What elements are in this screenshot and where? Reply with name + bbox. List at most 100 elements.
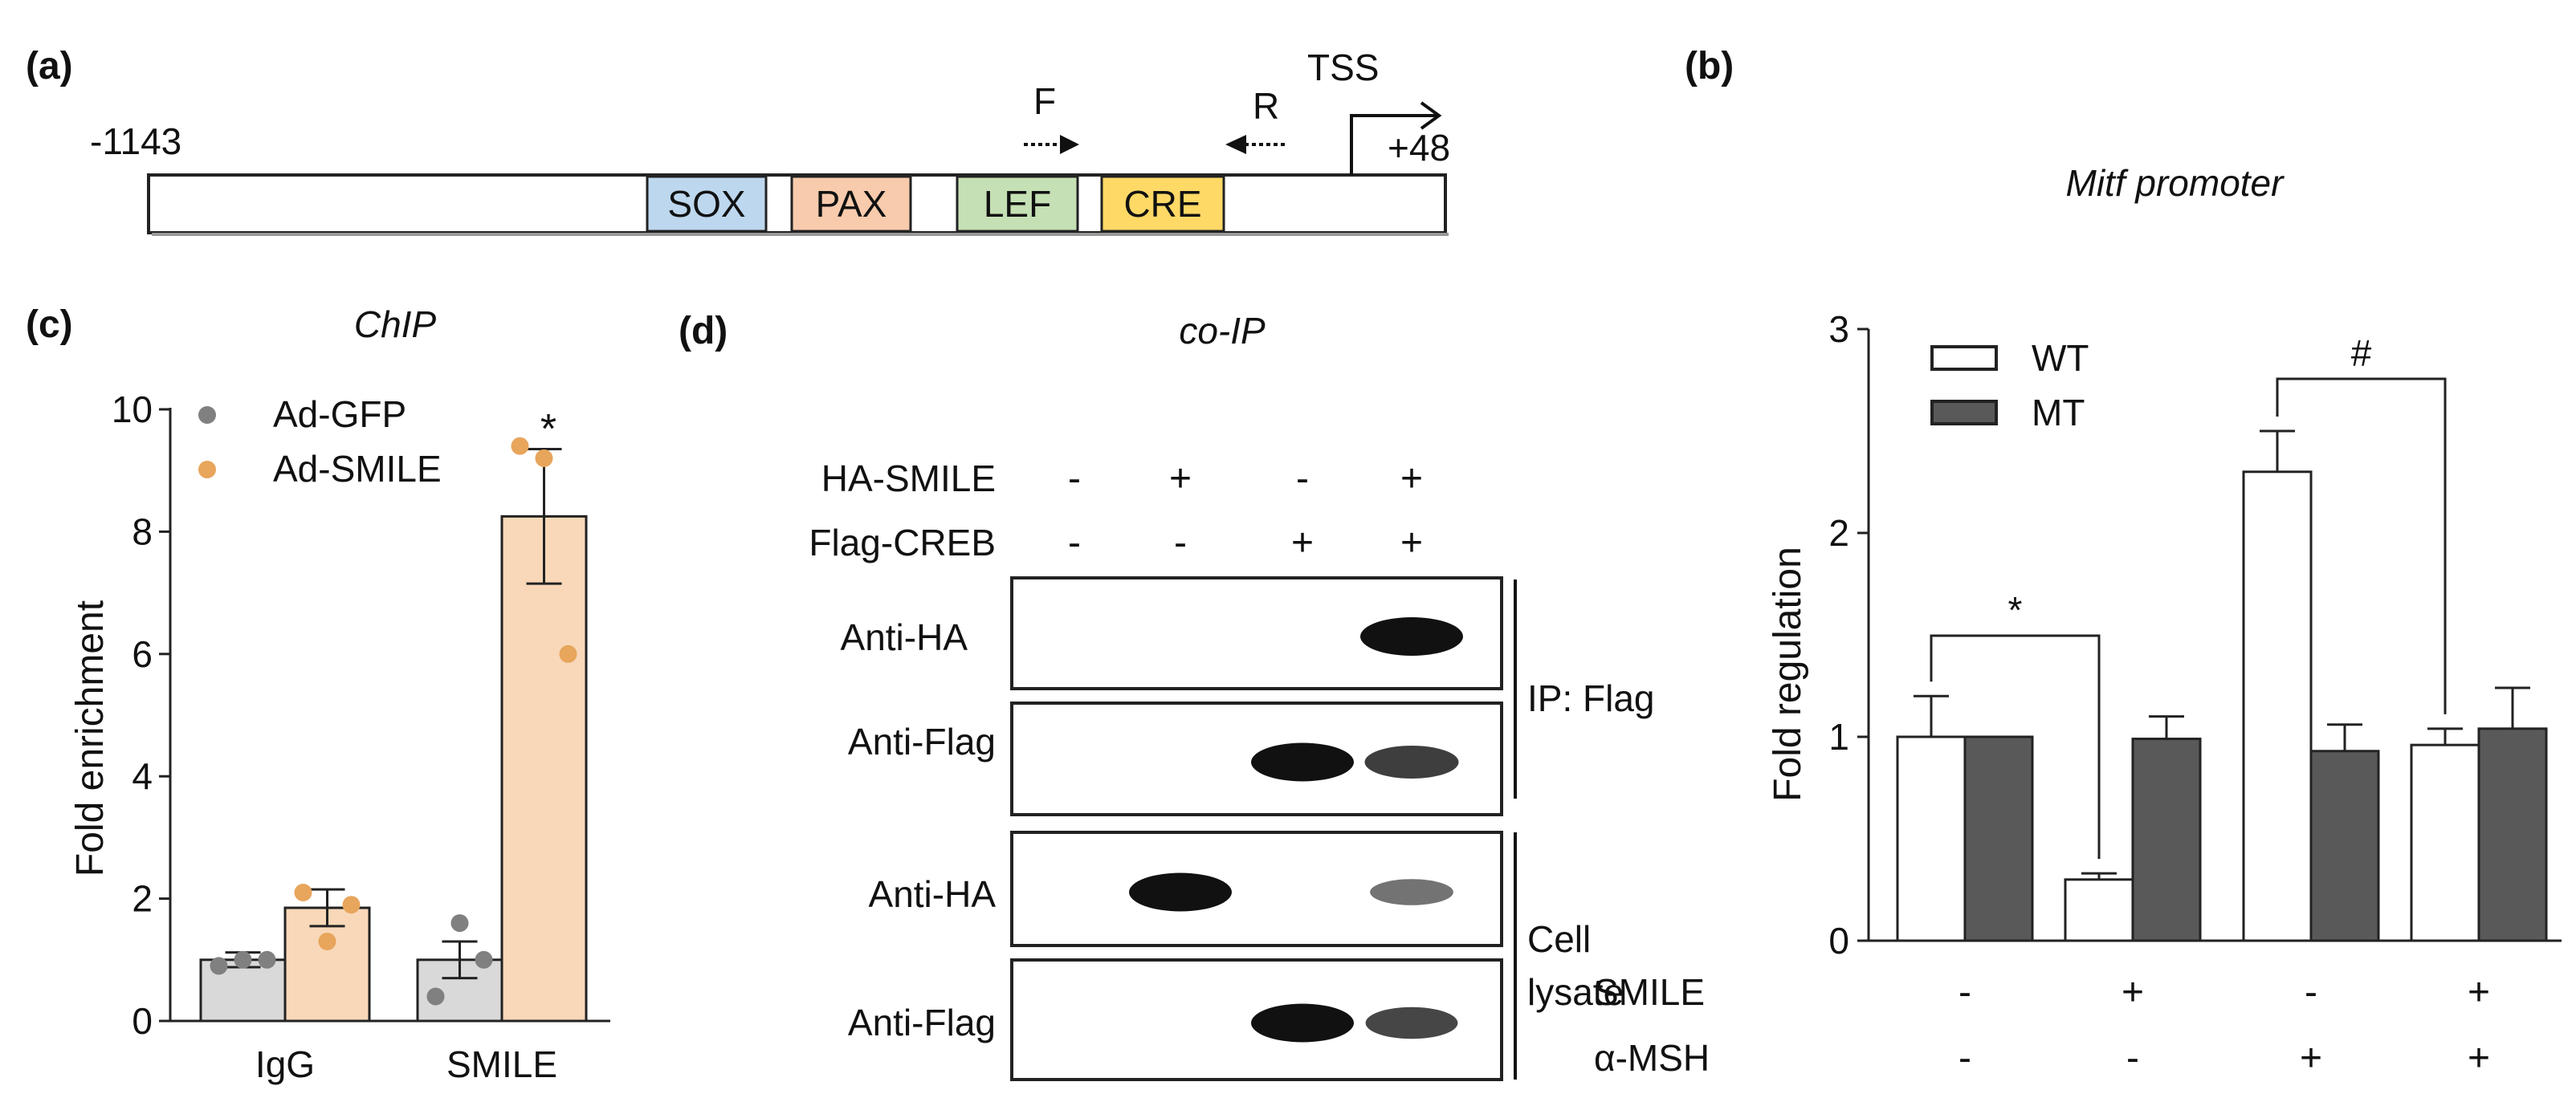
chart-c-data-point — [450, 914, 469, 933]
promoter-element-label-sox: SOX — [667, 183, 745, 225]
legend-label-wt: WT — [2032, 337, 2089, 379]
chart-c-data-point — [234, 950, 252, 969]
chart-c-y-tick-label: 2 — [132, 878, 153, 920]
promoter-start-coordinate: -1143 — [90, 120, 181, 162]
blot-label-anti-flag-ip: Anti-Flag — [848, 721, 996, 763]
blot-label-anti-flag-lysate: Anti-Flag — [848, 1002, 996, 1043]
blot-band — [1370, 879, 1453, 905]
condition-label-smile: SMILE — [1594, 971, 1705, 1013]
chart-b-condition-sign: + — [2468, 971, 2490, 1014]
lane-sign: - — [1068, 522, 1081, 564]
lane-sign: - — [1296, 458, 1309, 500]
blot-band — [1251, 742, 1354, 782]
legend-swatch-wt — [1930, 345, 1998, 371]
lane-sign: + — [1400, 458, 1423, 500]
lane-sign: - — [1068, 458, 1081, 500]
chart-b-bar-mt — [2131, 738, 2202, 942]
chart-b-y-tick-label: 1 — [1828, 716, 1849, 758]
legend-label-mt: MT — [2032, 392, 2085, 433]
blot-band — [1360, 617, 1463, 656]
lane-sign: - — [1174, 522, 1187, 564]
chart-c-y-tick-label: 10 — [112, 388, 153, 430]
reverse-primer-label: R — [1253, 85, 1279, 127]
chart-b-bar-mt — [2477, 727, 2548, 942]
condition-label-alpha-msh: α-MSH — [1594, 1037, 1710, 1079]
chart-c-data-point — [426, 987, 445, 1006]
chart-b-bar-wt — [1896, 735, 1967, 942]
chart-c-data-point — [559, 645, 577, 663]
forward-primer-label: F — [1033, 80, 1056, 122]
tss-label: TSS — [1307, 47, 1379, 88]
chart-b-condition-sign: - — [1958, 971, 1971, 1014]
chart-b-bar-mt — [2309, 750, 2380, 942]
legend-label-ad-smile: Ad-SMILE — [273, 448, 442, 490]
chart-b-condition-sign: + — [2300, 1037, 2322, 1080]
chart-b-bar-wt — [2242, 470, 2313, 942]
lane-sign: + — [1400, 522, 1423, 564]
blot-band — [1364, 746, 1459, 779]
tss-arrow — [1350, 114, 1437, 175]
blot-band — [1365, 1007, 1458, 1039]
group-label-cell: Cell — [1527, 918, 1591, 960]
row-label-ha-smile: HA-SMILE — [821, 458, 996, 499]
chart-b-y-tick-label: 3 — [1828, 308, 1849, 350]
significance-star-c: * — [540, 406, 556, 453]
promoter-element-label-pax: PAX — [816, 183, 887, 225]
significance-hash-b-label: # — [2351, 332, 2372, 374]
forward-primer-arrow — [1060, 135, 1079, 154]
panel-a-label: (a) — [26, 45, 73, 87]
group-label-ip-flag: IP: Flag — [1527, 677, 1655, 719]
blot-label-anti-ha-ip: Anti-HA — [841, 616, 968, 658]
chart-c-x-tick-label-igg: IgG — [255, 1043, 315, 1085]
panel-d-label: (d) — [679, 310, 728, 352]
chart-c-data-point — [258, 950, 276, 969]
significance-star-b-label: * — [2008, 589, 2023, 631]
chart-b-condition-sign: + — [2468, 1037, 2490, 1080]
legend-dot-ad-gfp — [198, 406, 216, 424]
group-label-lysate: lysate — [1527, 971, 1624, 1013]
chart-c-x-tick-label-smile: SMILE — [446, 1043, 557, 1085]
legend-swatch-mt — [1930, 400, 1998, 425]
lane-sign: + — [1291, 522, 1314, 564]
chart-b-title: Mitf promoter — [2066, 162, 2285, 204]
legend-dot-ad-smile — [198, 461, 216, 478]
blot-band — [1129, 872, 1232, 912]
chart-c-bar-ad-smile-smile — [500, 514, 588, 1023]
significance-hash-b-bracket — [2276, 377, 2447, 714]
tss-arrowhead — [1420, 101, 1442, 130]
significance-star-b-bracket — [1930, 634, 2101, 860]
chart-c-y-tick-label: 0 — [132, 1000, 153, 1042]
chart-c-data-point — [511, 437, 529, 455]
panel-d: (d) co-IP HA-SMILE Flag-CREB -+-+--++ An… — [679, 310, 1655, 1081]
blot-label-anti-ha-lysate: Anti-HA — [869, 873, 997, 915]
chart-c-y-axis-label: Fold enrichment — [69, 600, 112, 876]
promoter-element-label-cre: CRE — [1123, 183, 1201, 225]
chart-b-condition-sign: - — [1958, 1037, 1971, 1080]
chart-b-y-tick-label: 0 — [1828, 920, 1849, 962]
row-label-flag-creb: Flag-CREB — [809, 522, 996, 563]
chart-c-data-point — [475, 950, 493, 969]
promoter-element-cre — [1100, 175, 1225, 233]
co-ip-title: co-IP — [1179, 310, 1266, 352]
promoter-end-coordinate: +48 — [1388, 127, 1450, 169]
panel-c-label: (c) — [26, 303, 73, 346]
chart-b-bar-mt — [1963, 735, 2034, 942]
chart-b-condition-sign: - — [2126, 1037, 2139, 1080]
promoter-element-pax — [790, 175, 912, 233]
chart-b-condition-sign: - — [2305, 971, 2317, 1014]
reverse-primer-arrow — [1225, 135, 1246, 154]
promoter-element-sox — [646, 175, 768, 233]
chart-b-y-tick-label: 2 — [1828, 512, 1849, 554]
chart-c-data-point — [210, 957, 228, 975]
promoter-element-lef — [956, 175, 1079, 233]
chart-b-bar-wt — [2064, 878, 2134, 942]
chart-c-y-tick-label: 4 — [132, 755, 153, 797]
chart-c-data-point — [535, 449, 553, 467]
chart-b-bar-wt — [2410, 743, 2480, 942]
chart-c-title: ChIP — [354, 303, 437, 345]
chart-c-y-tick-label: 6 — [132, 633, 153, 675]
chart-c-y-tick-label: 8 — [132, 510, 153, 552]
